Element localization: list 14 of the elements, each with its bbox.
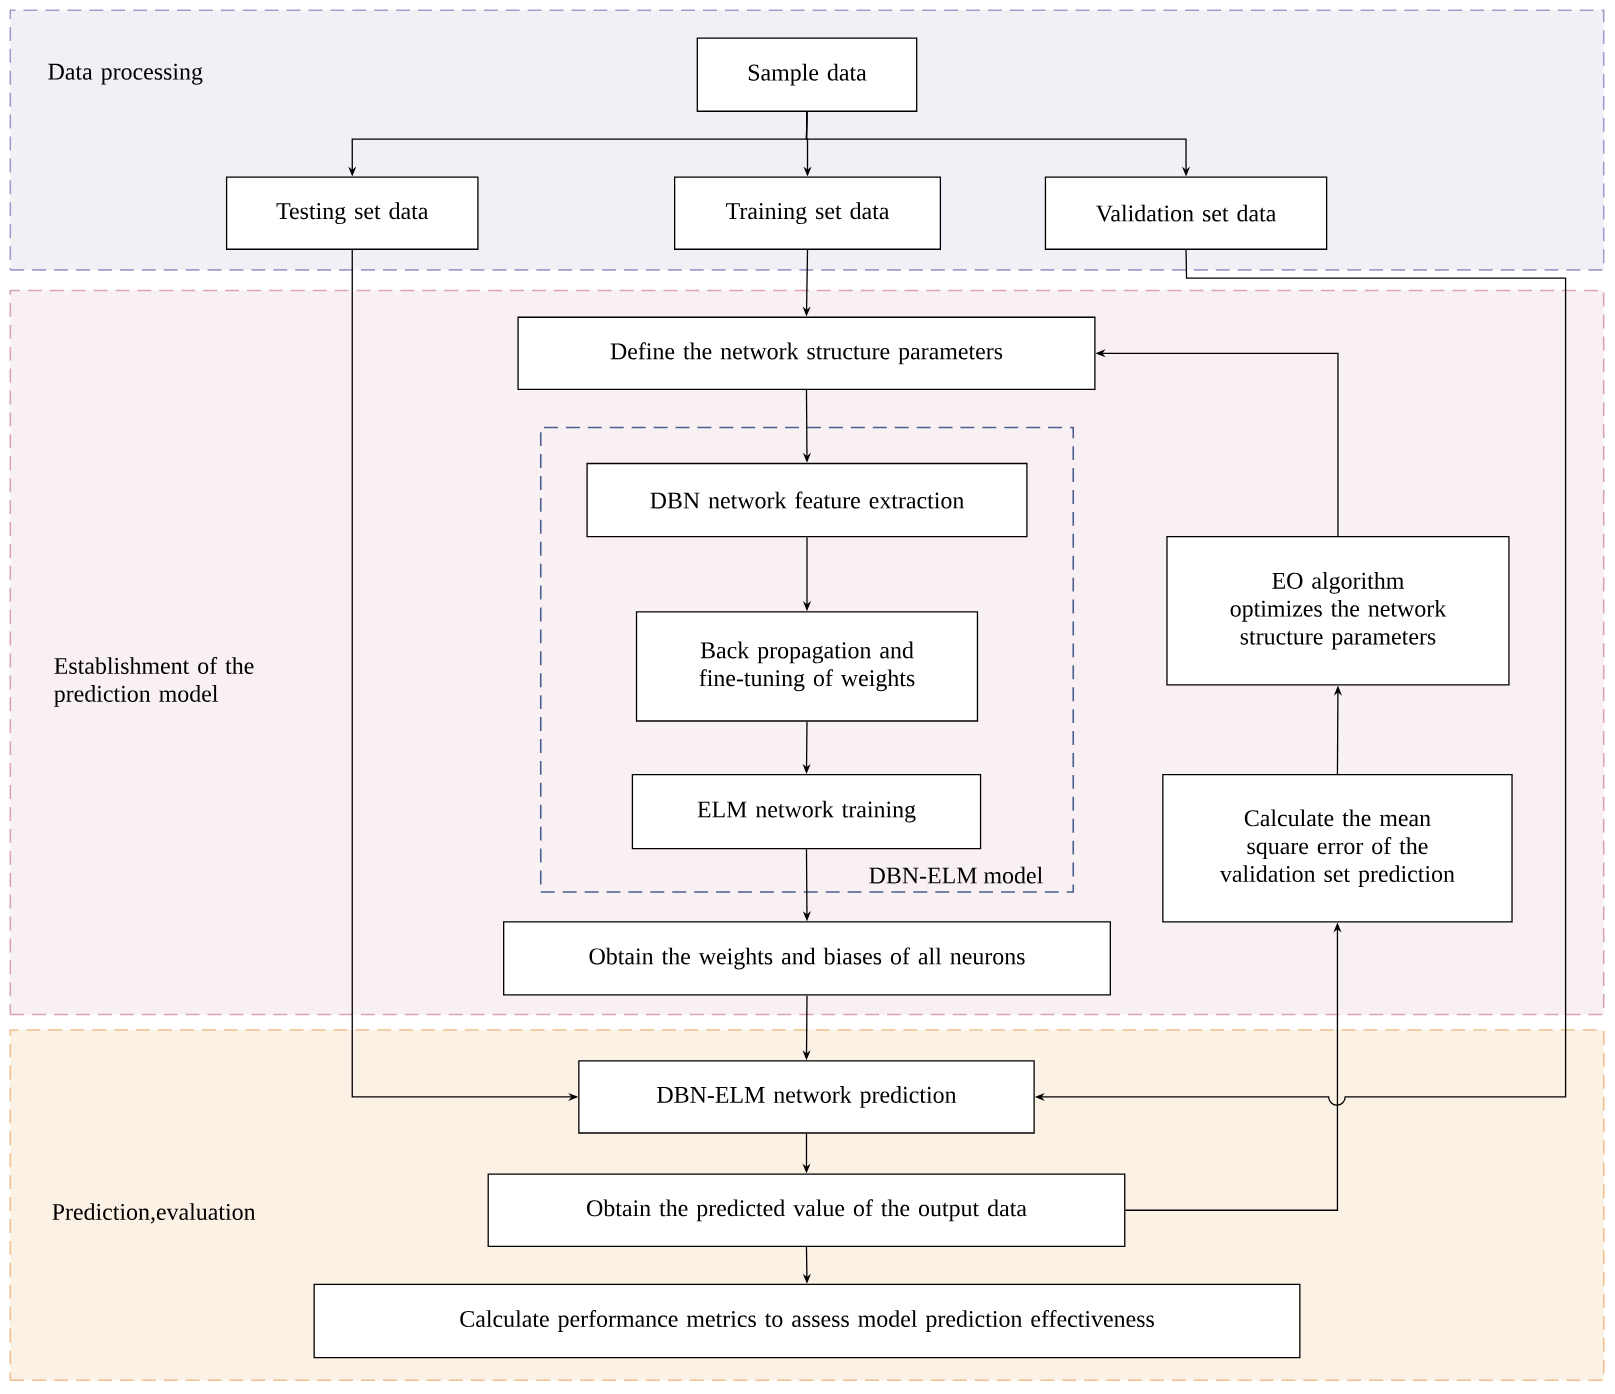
process-box: Calculate the mean square error of the validation set prediction bbox=[1162, 774, 1513, 923]
process-box: Define the network structure parameters bbox=[517, 316, 1096, 391]
process-box: Obtain the weights and biases of all neurons bbox=[503, 921, 1111, 996]
process-box: Training set data bbox=[674, 176, 942, 251]
process-box: EO algorithm optimizes the network structure parameters bbox=[1166, 536, 1510, 686]
process-box: Back propagation and fine-tuning of weights bbox=[635, 611, 979, 722]
process-box: DBN network feature extraction bbox=[586, 463, 1028, 538]
process-box: Testing set data bbox=[225, 176, 479, 251]
process-box: ELM network training bbox=[631, 774, 982, 850]
process-box: Obtain the predicted value of the output data bbox=[487, 1173, 1126, 1248]
process-box: DBN-ELM network prediction bbox=[578, 1060, 1035, 1134]
process-box: Sample data bbox=[696, 37, 918, 113]
process-box: Validation set data bbox=[1044, 176, 1328, 251]
process-box: Calculate performance metrics to assess model prediction effectiveness bbox=[313, 1283, 1301, 1359]
